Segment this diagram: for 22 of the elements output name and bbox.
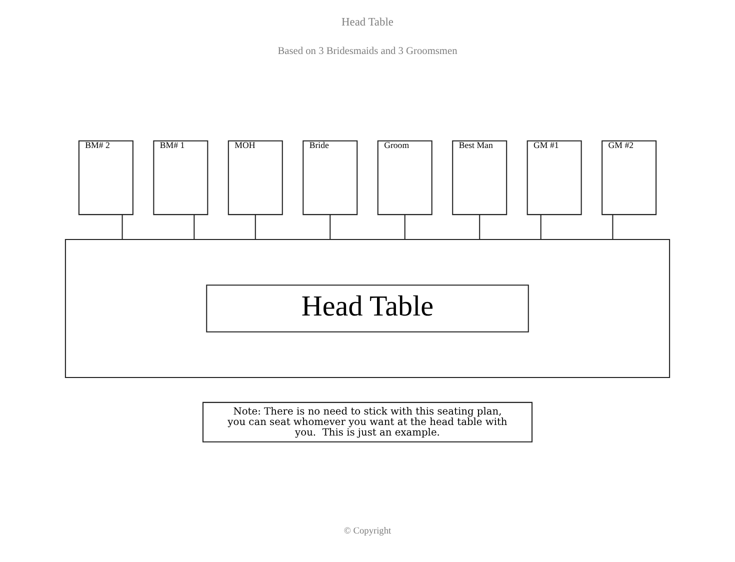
connector bbox=[612, 214, 614, 240]
label: © Copyright bbox=[344, 526, 392, 536]
node-box: Head Table bbox=[206, 284, 529, 332]
connector bbox=[330, 214, 331, 240]
connector bbox=[404, 214, 406, 240]
node-box: MOH bbox=[228, 140, 283, 216]
node-box: GM #1 bbox=[526, 140, 582, 216]
node-box: GM #2 bbox=[602, 140, 657, 216]
label: Based on 3 Bridesmaids and 3 Groomsmen bbox=[278, 46, 458, 58]
connector bbox=[254, 214, 256, 240]
node-box: Best Man bbox=[452, 140, 508, 216]
node-box: Note: There is no need to stick with this seating plan, you can seat whomever you want at the head table with you. This is just an example. bbox=[202, 402, 533, 442]
node-box: BM# 2 bbox=[78, 140, 134, 216]
connector bbox=[122, 214, 123, 240]
diagram-title: Head Table bbox=[342, 16, 394, 28]
connector bbox=[540, 214, 542, 240]
connector bbox=[194, 214, 195, 240]
node-box: Groom bbox=[377, 140, 432, 216]
node-box: Bride bbox=[302, 140, 358, 216]
connector bbox=[479, 214, 480, 240]
node-box: BM# 1 bbox=[153, 140, 208, 216]
cluster bbox=[64, 238, 670, 378]
